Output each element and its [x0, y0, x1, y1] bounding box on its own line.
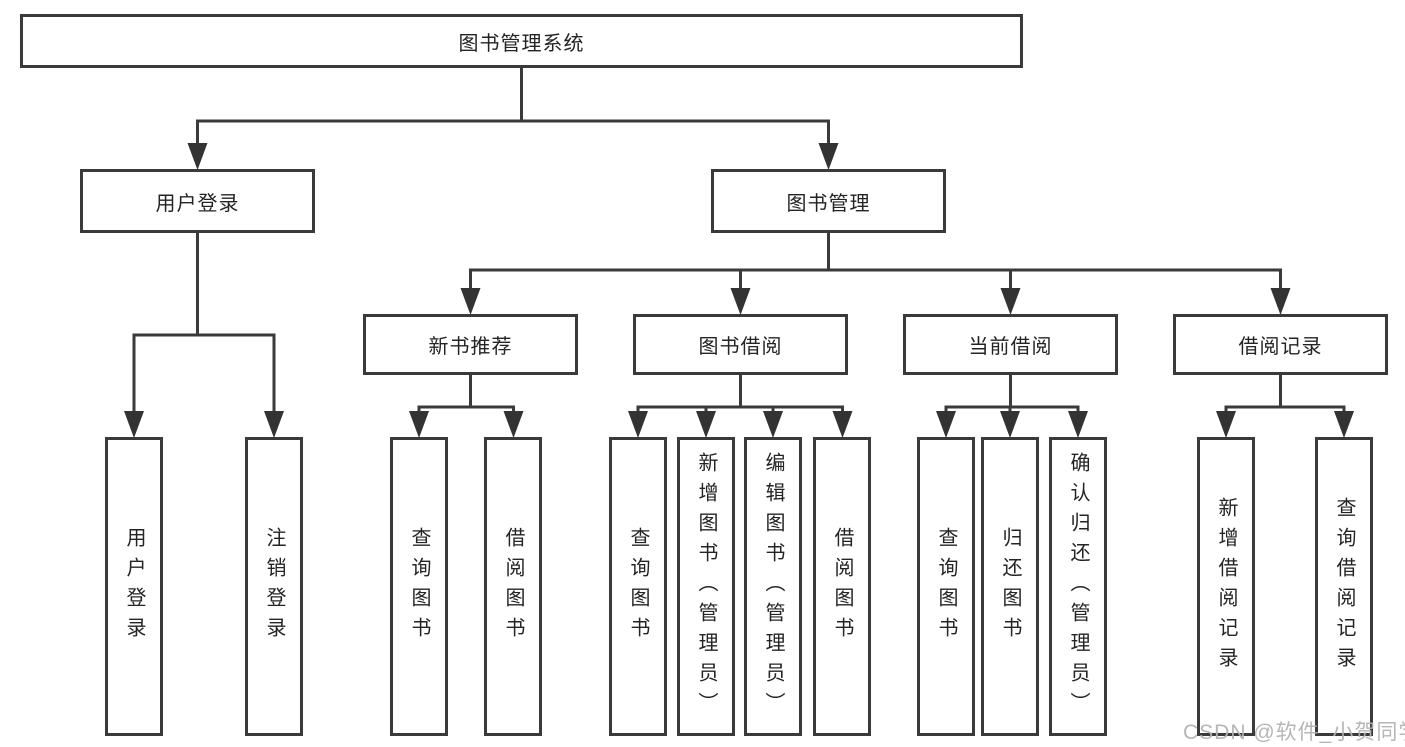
connector-paths — [132, 66, 1346, 416]
leaf-edit-book-admin-label: 编辑图书（管理员） — [762, 451, 784, 722]
leaf-borrow-books-label: 借阅图书 — [831, 526, 853, 647]
leaf-user-login-label: 用户登录 — [123, 526, 145, 647]
leaf-add-book-admin: 新增图书（管理员） — [677, 437, 735, 736]
leaf-borrow-books-recommend: 借阅图书 — [484, 437, 542, 736]
leaf-return-books-label: 归还图书 — [999, 526, 1021, 647]
node-user-login-label: 用户登录 — [155, 192, 240, 215]
node-book-borrowing: 图书借阅 — [633, 314, 848, 375]
node-user-login: 用户登录 — [80, 169, 315, 233]
leaf-confirm-return-admin: 确认归还（管理员） — [1049, 437, 1107, 736]
leaf-user-login: 用户登录 — [105, 437, 163, 736]
node-new-book-recommendation: 新书推荐 — [363, 314, 578, 375]
node-borrowing-records: 借阅记录 — [1173, 314, 1388, 375]
leaf-edit-book-admin: 编辑图书（管理员） — [744, 437, 802, 736]
node-book-borrowing-label: 图书借阅 — [698, 336, 783, 358]
node-root: 图书管理系统 — [20, 14, 1023, 68]
connector-arrowheads — [124, 143, 1354, 438]
leaf-add-book-admin-label: 新增图书（管理员） — [695, 451, 717, 722]
leaf-query-borrow-record-label: 查询借阅记录 — [1333, 496, 1355, 677]
leaf-query-borrow-record: 查询借阅记录 — [1315, 437, 1373, 736]
node-book-management-label: 图书管理 — [786, 192, 871, 215]
leaf-confirm-return-admin-label: 确认归还（管理员） — [1067, 451, 1089, 722]
leaf-borrow-books: 借阅图书 — [813, 437, 871, 736]
leaf-return-books: 归还图书 — [981, 437, 1039, 736]
node-current-borrowing: 当前借阅 — [903, 314, 1118, 375]
leaf-borrow-books-recommend-label: 借阅图书 — [502, 526, 524, 647]
leaf-query-books-recommend-label: 查询图书 — [408, 526, 430, 647]
leaf-logout-label: 注销登录 — [263, 526, 285, 647]
watermark-text: CSDN @软件_小贺同学 — [1183, 721, 1405, 744]
leaf-add-borrow-record-label: 新增借阅记录 — [1215, 496, 1237, 677]
leaf-query-books-current-label: 查询图书 — [935, 526, 957, 647]
leaf-query-books-borrow-label: 查询图书 — [627, 526, 649, 647]
leaf-add-borrow-record: 新增借阅记录 — [1197, 437, 1255, 736]
node-borrowing-records-label: 借阅记录 — [1238, 336, 1323, 358]
node-book-management: 图书管理 — [711, 169, 946, 233]
node-new-book-recommendation-label: 新书推荐 — [428, 336, 513, 358]
leaf-query-books-borrow: 查询图书 — [609, 437, 667, 736]
leaf-logout: 注销登录 — [245, 437, 303, 736]
leaf-query-books-current: 查询图书 — [917, 437, 975, 736]
leaf-query-books-recommend: 查询图书 — [390, 437, 448, 736]
node-current-borrowing-label: 当前借阅 — [968, 336, 1053, 358]
node-root-label: 图书管理系统 — [458, 32, 585, 55]
